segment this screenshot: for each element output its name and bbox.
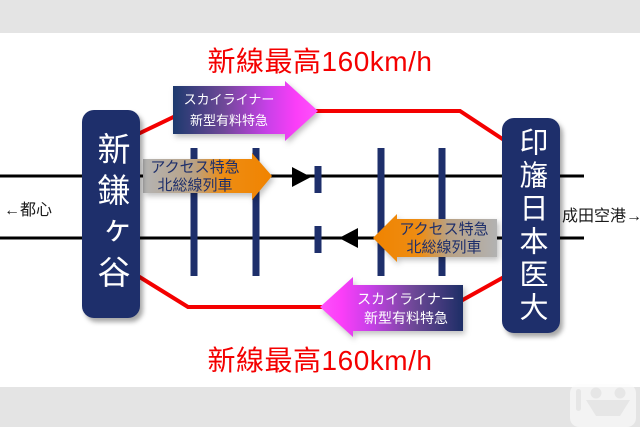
new-line-lower [136,274,505,309]
label-line2: 北総線列車 [406,239,482,256]
access-arrow-left-icon [373,214,497,262]
skyliner-arrow-right-icon [173,81,318,141]
watermark-glyph [576,387,630,416]
speed-note-top: 新線最高160km/h [207,46,433,77]
right-arrowhead-icon [292,167,311,187]
station-name-left: 新鎌ヶ谷 [93,132,130,296]
watermark-eye-left [590,387,602,399]
station-tick [252,148,260,276]
label-line2: 新型有料特急 [364,310,448,326]
direction-to-narita-airport: 成田空港→ [562,208,640,225]
watermark-eye-right [614,387,626,399]
watermark-icon [570,384,636,427]
left-arrowhead-icon [339,228,358,248]
watermark-mouth [586,400,630,416]
label-skyliner-to-city: スカイライナー 新型有料特急 [350,290,462,328]
label-line1: スカイライナー [357,291,455,307]
new-line-upper [137,109,506,142]
top-gray-band [0,0,640,33]
label-line1: アクセス特急 [399,221,489,238]
label-access-to-city: アクセス特急 北総線列車 [388,221,500,257]
station-ticks [190,148,446,276]
label-line2: 新型有料特急 [189,113,268,128]
station-name-right: 印旛日本医大 [515,126,547,325]
speed-note-bottom: 新線最高160km/h [207,345,433,376]
bottom-gray-band [0,387,640,427]
direction-to-city: ←都心 [4,202,53,219]
access-arrow-right-icon [143,153,272,200]
service-arrows [143,81,497,337]
label-line1: アクセス特急 [150,159,240,176]
label-skyliner-to-airport: スカイライナー 新型有料特急 [169,89,289,131]
station-tick [377,148,385,276]
station-box-shinkamagaya: 新鎌ヶ谷 [82,110,140,318]
new-line-red [136,109,506,309]
station-box-inba-nihon-idai: 印旛日本医大 [502,118,560,333]
label-access-to-airport: アクセス特急 北総線列車 [140,159,250,195]
watermark-bar [576,389,581,411]
skyliner-arrow-left-icon [320,277,463,337]
station-tick [190,148,198,276]
label-line2: 北総線列車 [157,177,233,194]
station-tick-short-upper [314,166,322,193]
station-tick-short-lower [314,226,322,253]
station-tick [438,148,446,276]
label-line1: スカイライナー [183,92,275,107]
track-lines [0,174,584,240]
